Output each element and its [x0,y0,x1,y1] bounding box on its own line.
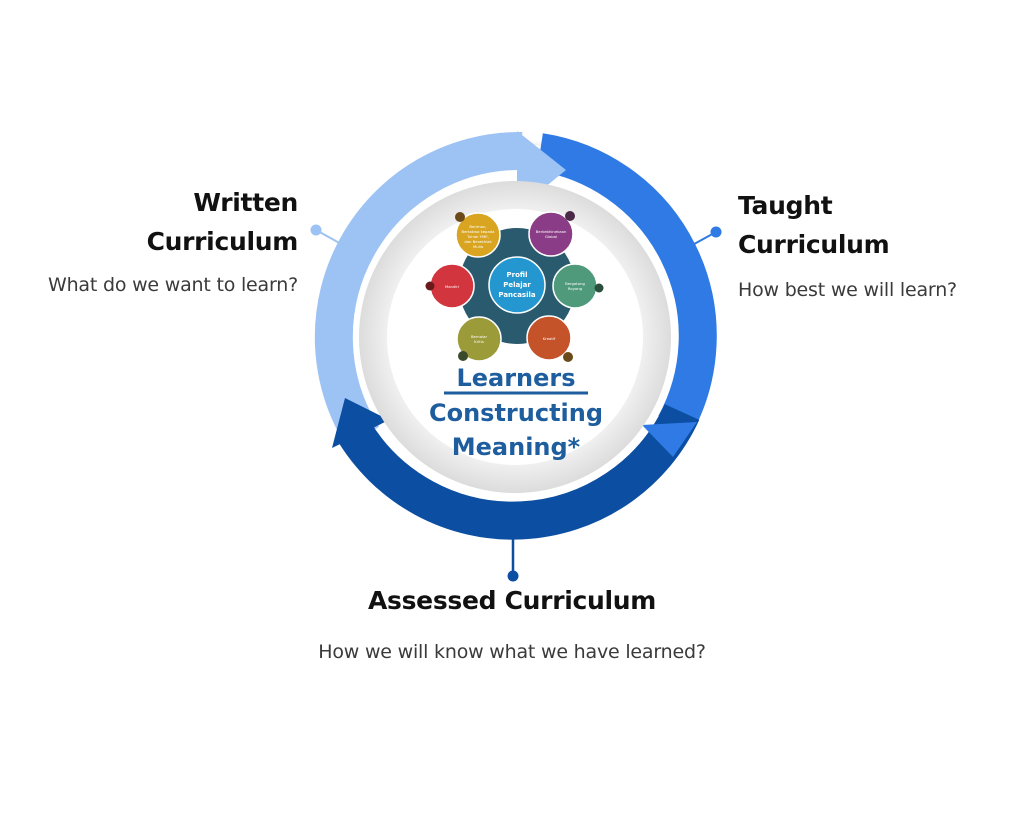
written-curriculum-label: Written Curriculum What do we want to le… [0,183,298,297]
written-title-line-1: Written [193,188,298,217]
petal-kritis-line-1: Bernalar [471,334,488,339]
assessed-title: Assessed Curriculum [367,586,657,615]
center-line-3: Meaning* [452,433,581,461]
petal-kebhinekaan-line-2: Global [545,234,557,239]
petal-gotong-line-2: Royong [568,286,583,291]
kritis-icon [458,351,468,361]
petal-beriman-line-3: Tuhan YME, [466,234,489,239]
center-line-2: Constructing [429,399,603,427]
petal-kritis-line-2: Kritis [474,339,484,344]
profile-hub-graphic [425,211,604,362]
petal-beriman-line-2: Bertakwa kepada [461,229,494,234]
assessed-question: How we will know what we have learned? [318,641,706,663]
petal-beriman-line-4: dan Berakhlak [464,239,492,244]
gotong-icon [594,283,604,293]
assessed-arc [335,403,700,540]
petal-beriman-line-1: Beriman, [469,224,486,229]
petal-kebhinekaan-line-1: Berkebhinekaan [536,229,567,234]
hub-line-3: Pancasila [498,291,535,299]
written-arc [314,131,523,448]
taught-curriculum-label: Taught Curriculum How best we will learn… [738,186,1018,302]
taught-arrow-head [642,422,697,457]
kreatif-icon [563,352,573,362]
taught-title: Taught Curriculum [738,186,1018,264]
assessed-arrow-head [332,398,389,448]
written-title-line-2: Curriculum [146,227,299,256]
taught-question: How best we will learn? [738,279,957,301]
written-question: What do we want to learn? [48,274,298,296]
petal-kreatif-line-1: Kreatif [543,336,556,341]
petal-kreatif [526,315,572,361]
assessed-curriculum-label: Assessed Curriculum How we will know wha… [262,581,762,664]
taught-title-line-2: Curriculum [738,230,890,259]
assessed-connector [507,536,519,582]
petal-kritis [456,316,502,362]
petal-beriman-line-5: Mulia [473,244,483,249]
kebhinekaan-icon [565,211,575,221]
petal-gotong-line-1: Bergotong [565,281,585,286]
written-title: Written Curriculum [0,183,299,261]
center-line-1: Learners [456,364,575,392]
beriman-icon [455,212,465,222]
hub-center [488,256,546,314]
petal-beriman [455,212,501,258]
hub-line-1: Profil [507,271,528,279]
taught-title-line-1: Taught [738,191,833,220]
hub-line-2: Pelajar [503,281,531,289]
petal-kebhinekaan [528,211,574,257]
taught-arc [536,133,717,435]
mandiri-icon [425,281,435,291]
petal-mandiri-line-1: Mandiri [445,284,459,289]
